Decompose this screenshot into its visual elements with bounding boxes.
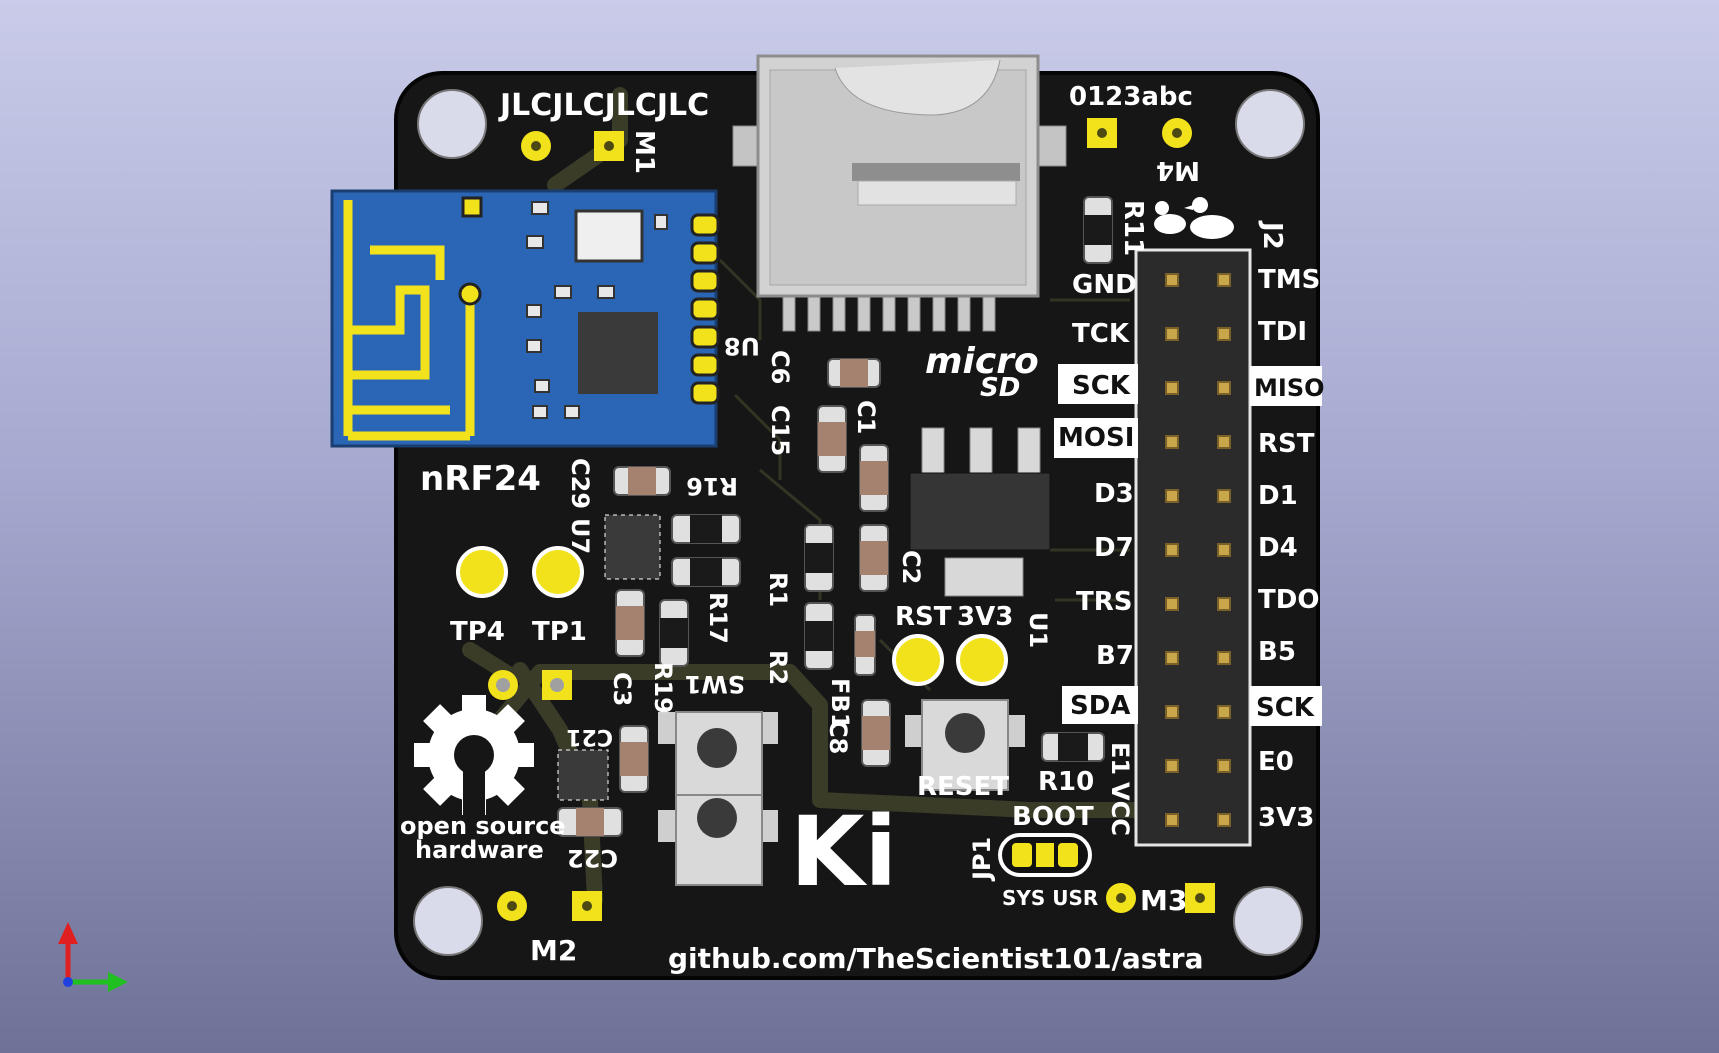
microsd-logo: micro SD [925, 341, 1039, 403]
vcc-label: VCC [1106, 782, 1134, 836]
reset-label: RESET [917, 772, 1009, 802]
pin-label: B5 [1258, 637, 1296, 667]
c21-label: C21 [566, 724, 613, 749]
r1-label: R1 [764, 572, 792, 607]
mounting-hole [417, 89, 487, 159]
r16-label: R16 [686, 472, 738, 500]
pin-label: SDA [1070, 691, 1130, 721]
m4-label: M4 [1156, 155, 1200, 185]
tp4-pad [456, 546, 508, 598]
pin-label: GND [1072, 270, 1137, 300]
sw1-label: SW1 [685, 670, 745, 698]
c8-label: C8 [824, 720, 852, 754]
boot-label: BOOT [1012, 802, 1094, 832]
e1-label: E1 [1106, 742, 1134, 775]
r11-label: R11 [1118, 200, 1148, 256]
duck-icon [1184, 197, 1234, 239]
3v3-pad [956, 634, 1008, 686]
motor-pads [497, 118, 1215, 921]
mounting-hole [413, 886, 483, 956]
3v3-label: 3V3 [957, 602, 1013, 632]
kicad-logo: Ki [790, 796, 897, 908]
m1-label: M1 [629, 130, 659, 174]
oshw-gear-icon [414, 695, 534, 820]
pin-label: SCK [1072, 371, 1131, 401]
pin-label: TRS [1076, 587, 1132, 617]
c2-label: C2 [897, 550, 925, 584]
m2-label: M2 [530, 934, 577, 967]
pin-label: 3V3 [1258, 803, 1314, 833]
pin-label: E0 [1258, 747, 1294, 777]
j2-label: J2 [1257, 220, 1287, 250]
c29-label: C29 [566, 458, 594, 509]
pin-label: MISO [1254, 374, 1325, 402]
tp1-label: TP1 [532, 617, 587, 647]
c21-chip [557, 749, 609, 801]
c1-label: C1 [852, 400, 880, 434]
mounting-hole [1235, 89, 1305, 159]
pin-label: D3 [1094, 479, 1134, 509]
u8-label: U8 [724, 332, 760, 360]
rst-pad [892, 634, 944, 686]
axis-indicator [58, 922, 128, 992]
osh-label-line1: open source [400, 812, 566, 840]
r19-label: R19 [649, 662, 677, 714]
pin-label: B7 [1096, 641, 1134, 671]
pin-label: D4 [1258, 533, 1298, 563]
pin-label: D7 [1094, 533, 1134, 563]
microsd-socket [732, 54, 1067, 332]
pin-label: TCK [1072, 319, 1130, 349]
pin-label: TDO [1258, 585, 1319, 615]
u7-chip [604, 514, 661, 580]
tp1-pad [532, 546, 584, 598]
svg-text:SD: SD [980, 373, 1020, 403]
r2-label: R2 [764, 650, 792, 685]
fb1-label: FB1 [826, 678, 854, 729]
nrf24-module [330, 189, 720, 448]
passive-components [557, 196, 1113, 837]
sys-usr-label: SYS USR [1002, 886, 1098, 910]
c6-label: C6 [766, 350, 794, 384]
pin-label: TDI [1258, 317, 1307, 347]
mounting-hole [1233, 886, 1303, 956]
r10-label: R10 [1038, 767, 1094, 797]
j2-pin-header [1134, 248, 1252, 847]
mounting-holes [413, 89, 1305, 956]
c22-label: C22 [567, 844, 618, 872]
repo-url: github.com/TheScientist101/astra [668, 942, 1203, 975]
jp1-label: JP1 [968, 837, 996, 882]
pin-label: MOSI [1058, 423, 1134, 453]
pin-labels-left: GND TCK SCK MOSI D3 D7 TRS B7 SDA [1054, 270, 1138, 724]
pin-label: TMS [1258, 265, 1320, 295]
test-points [456, 546, 1008, 686]
pin-labels-right: TMS TDI MISO RST D1 D4 TDO B5 SCK E0 3V3 [1250, 265, 1325, 833]
pin-label: RST [1258, 429, 1315, 459]
code-label: 0123abc [1069, 82, 1193, 112]
duck-icon [1154, 201, 1186, 234]
u7-label: U7 [566, 518, 594, 554]
rst-label: RST [895, 602, 952, 632]
nrf24-label: nRF24 [420, 459, 541, 499]
tactile-switches [658, 699, 1025, 886]
m3-label: M3 [1140, 884, 1187, 917]
osh-label-line2: hardware [415, 836, 544, 864]
tp4-label: TP4 [450, 617, 505, 647]
u1-regulator [909, 427, 1051, 597]
boot-jumper [998, 833, 1092, 877]
r17-label: R17 [704, 592, 732, 644]
jlc-label: JLCJLCJLCJLC [498, 88, 709, 123]
pin-label: SCK [1256, 693, 1315, 723]
u1-label: U1 [1024, 612, 1052, 648]
small-pads [488, 670, 572, 700]
pin-label: D1 [1258, 481, 1298, 511]
c15-label: C15 [766, 405, 794, 456]
c3-label: C3 [608, 672, 636, 706]
svg-text:micro: micro [925, 341, 1039, 382]
